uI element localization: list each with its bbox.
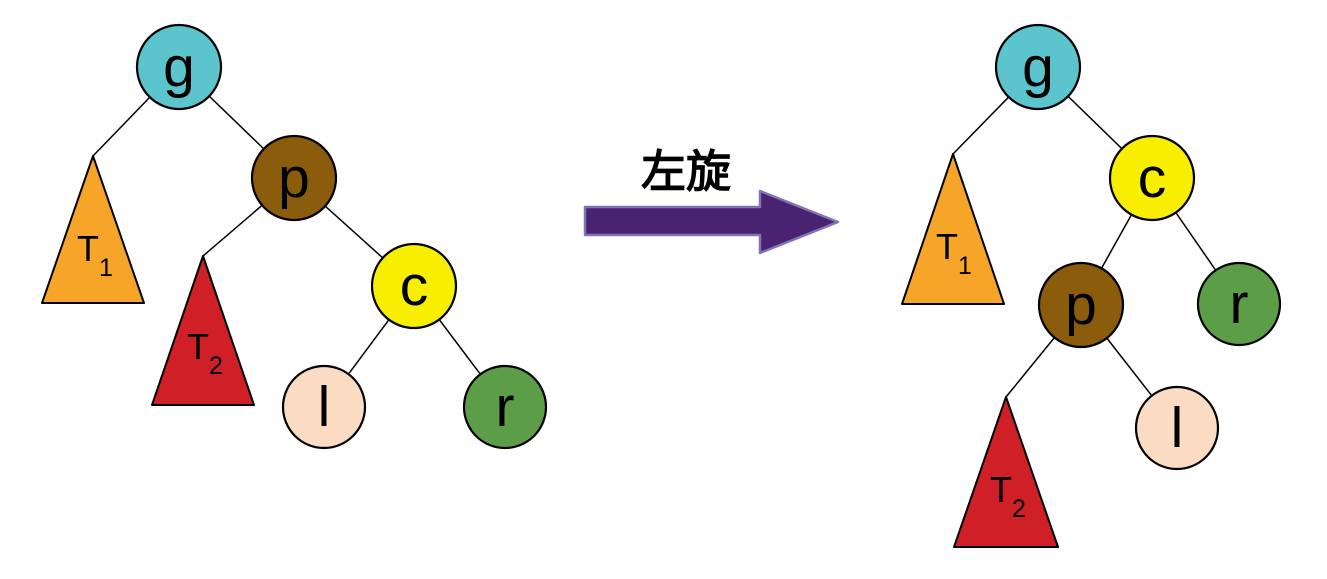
node-label-l-after-rotation: l [1171,396,1184,460]
subtree-triangle-T1-after-rotation [901,153,1005,305]
subtree-triangle-T1-before-rotation [41,155,145,304]
node-label-p-before-rotation: p [278,146,310,210]
node-r-after-rotation [1196,261,1282,347]
node-label-r-before-rotation: r [496,375,515,439]
node-l-before-rotation [281,364,367,450]
node-l-after-rotation [1134,385,1220,471]
node-p-after-rotation [1037,261,1125,349]
node-c-after-rotation [1108,134,1196,222]
left-rotation-label: 左旋 [641,147,731,197]
node-g-after-rotation [994,23,1082,111]
node-label-g-before-rotation: g [163,35,195,99]
node-label-l-before-rotation: l [318,375,331,439]
node-label-r-after-rotation: r [1230,272,1249,336]
node-g-before-rotation [135,23,223,111]
subtree-triangle-T2-after-rotation [953,396,1059,548]
arrow-layer [583,189,840,255]
node-label-p-after-rotation: p [1065,273,1097,337]
left-rotation-arrow [583,189,840,255]
subtree-triangle-T2-before-rotation [151,255,255,406]
node-label-g-after-rotation: g [1022,35,1054,99]
node-r-before-rotation [462,364,548,450]
node-label-c-after-rotation: c [1138,146,1167,210]
node-p-before-rotation [250,134,338,222]
node-label-c-before-rotation: c [400,254,429,318]
node-c-before-rotation [370,242,458,330]
